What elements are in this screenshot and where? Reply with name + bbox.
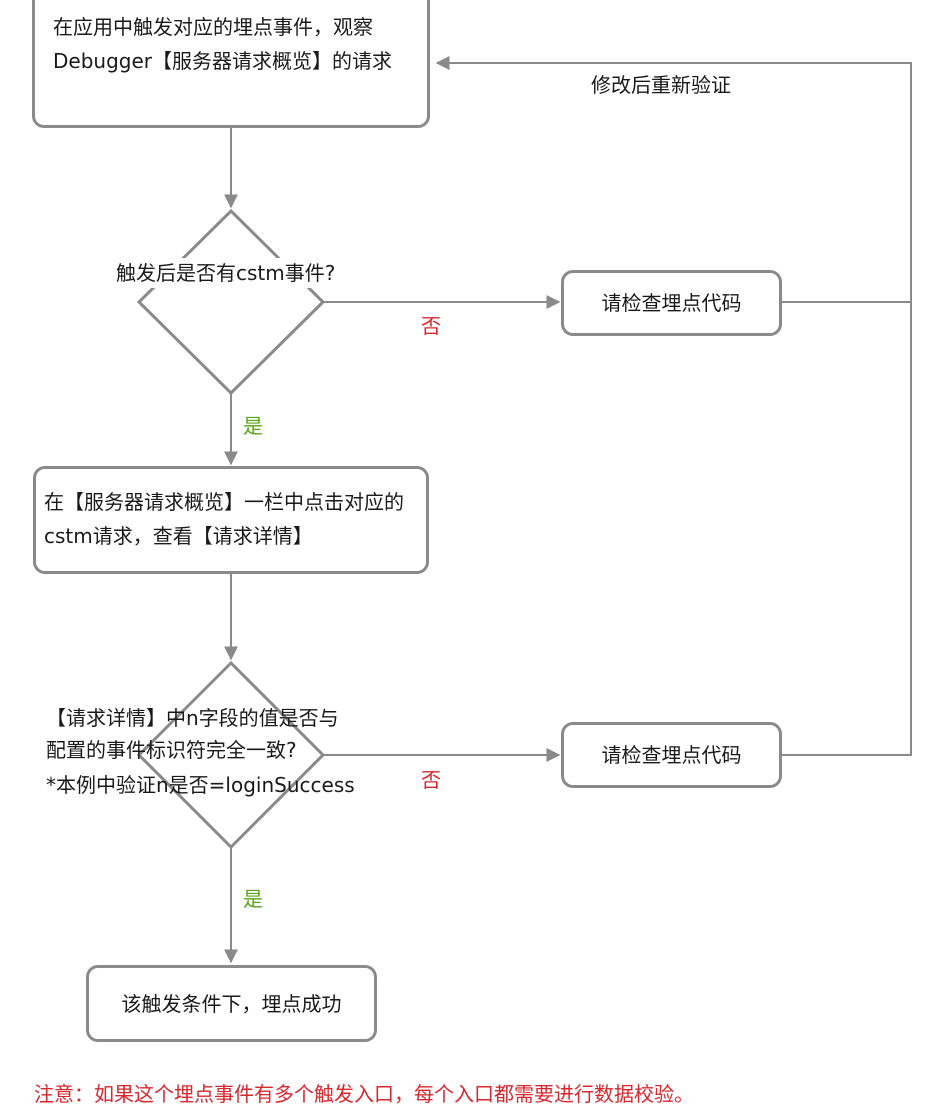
label-no-2: 否	[421, 768, 441, 792]
step1-text: 在应用中触发对应的埋点事件，观察Debugger【服务器请求概览】的请求	[53, 15, 392, 73]
check2-text: 请检查埋点代码	[601, 743, 742, 767]
question2-line1: 【请求详情】中n字段的值是否与	[46, 706, 339, 730]
question2-line2: 配置的事件标识符完全一致?	[46, 738, 297, 762]
success-text: 该触发条件下，埋点成功	[121, 991, 342, 1016]
success-box: 该触发条件下，埋点成功	[86, 965, 377, 1042]
question1-text: 触发后是否有cstm事件?	[116, 258, 336, 288]
check2-box: 请检查埋点代码	[561, 722, 782, 788]
label-yes-2: 是	[243, 887, 263, 911]
decision-diamond-1	[136, 208, 326, 396]
label-yes-1: 是	[243, 414, 263, 438]
label-retry: 修改后重新验证	[591, 73, 731, 97]
step2-box: 在【服务器请求概览】一栏中点击对应的cstm请求，查看【请求详情】	[33, 466, 429, 574]
label-no-1: 否	[421, 314, 441, 338]
step1-box: 在应用中触发对应的埋点事件，观察Debugger【服务器请求概览】的请求	[32, 0, 430, 128]
check1-box: 请检查埋点代码	[561, 270, 782, 336]
feedback-loop-check2	[435, 56, 912, 756]
step2-text: 在【服务器请求概览】一栏中点击对应的cstm请求，查看【请求详情】	[44, 490, 404, 548]
check1-text: 请检查埋点代码	[601, 291, 742, 315]
question2-line3: *本例中验证n是否=loginSuccess	[46, 773, 355, 797]
footnote: 注意：如果这个埋点事件有多个触发入口，每个入口都需要进行数据校验。	[34, 1082, 694, 1106]
